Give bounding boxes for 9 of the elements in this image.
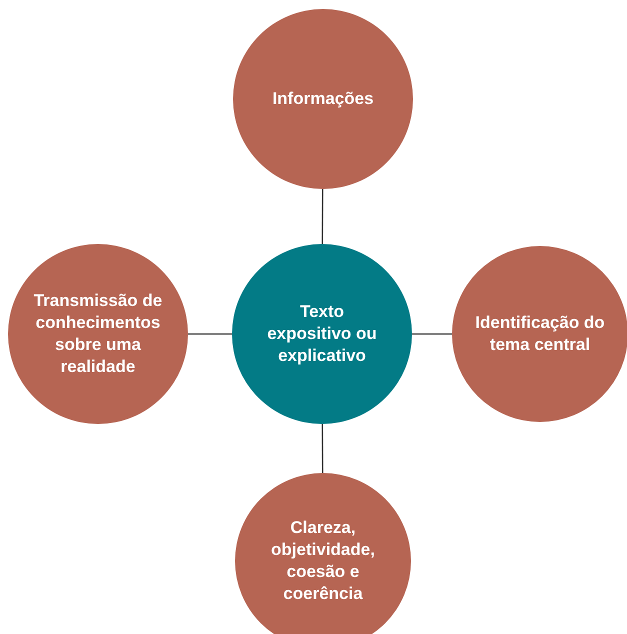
connector-line bbox=[322, 189, 324, 244]
node-label: Transmissão de conhecimentos sobre uma realidade bbox=[32, 290, 164, 378]
node-label: Clareza, objetividade, coesão e coerência bbox=[270, 516, 376, 606]
node-label: Informações bbox=[271, 88, 375, 110]
connector-line bbox=[188, 333, 232, 335]
connector-line bbox=[412, 333, 452, 335]
node-label: Identificação do tema central bbox=[474, 312, 606, 356]
connector-line bbox=[322, 424, 324, 473]
node-label: Texto expositivo ou explicativo bbox=[267, 300, 377, 368]
